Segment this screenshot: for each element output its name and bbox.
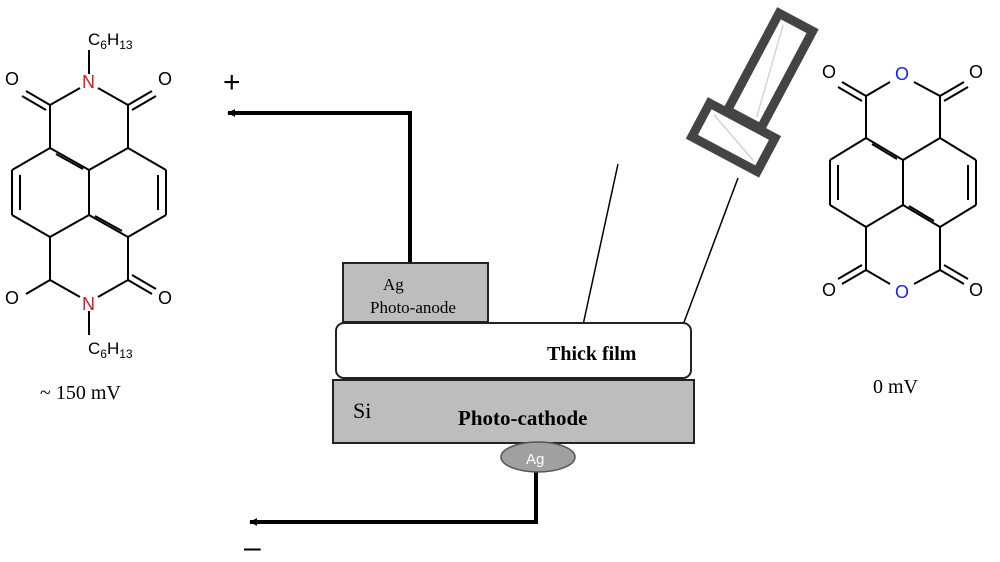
right-oxygen-bottom-right: O [969, 280, 983, 300]
right-oxygen-top-right: O [969, 62, 983, 82]
right-ring-oxygen-bottom: O [895, 282, 909, 302]
anode-label-metal: Ag [383, 275, 404, 294]
right-potential-label: 0 mV [873, 376, 919, 398]
minus-terminal: – [244, 531, 261, 557]
left-potential-label: ~ 150 mV [40, 382, 121, 404]
contact-label: Ag [526, 451, 544, 468]
substrate-label: Si [353, 398, 371, 423]
left-top-hexyl-label: C6H13 [88, 30, 133, 52]
left-bottom-nitrogen: N [82, 294, 95, 314]
light-probe [582, 7, 819, 326]
cathode-label: Photo-cathode [458, 406, 588, 430]
right-ring-oxygen-top: O [895, 64, 909, 84]
left-top-nitrogen: N [82, 72, 95, 92]
left-oxygen-bottom-right: O [158, 288, 172, 308]
thick-film-layer [335, 322, 692, 379]
cathode-wire [249, 472, 538, 526]
left-bottom-hexyl-label: C6H13 [88, 339, 133, 361]
left-oxygen-top-right: O [158, 69, 172, 89]
si-photo-cathode-layer [332, 379, 695, 444]
left-oxygen-top-left: O [5, 69, 19, 89]
anode-label-name: Photo-anode [370, 298, 456, 317]
right-oxygen-bottom-left: O [822, 280, 836, 300]
ag-contact [500, 441, 576, 473]
thick-film-label: Thick film [547, 343, 637, 365]
right-molecule [829, 81, 977, 285]
left-oxygen-bottom-left: O [5, 288, 19, 308]
left-molecule [11, 50, 167, 335]
anode-wire [227, 109, 412, 262]
plus-terminal: + [223, 66, 241, 99]
right-oxygen-top-left: O [822, 62, 836, 82]
